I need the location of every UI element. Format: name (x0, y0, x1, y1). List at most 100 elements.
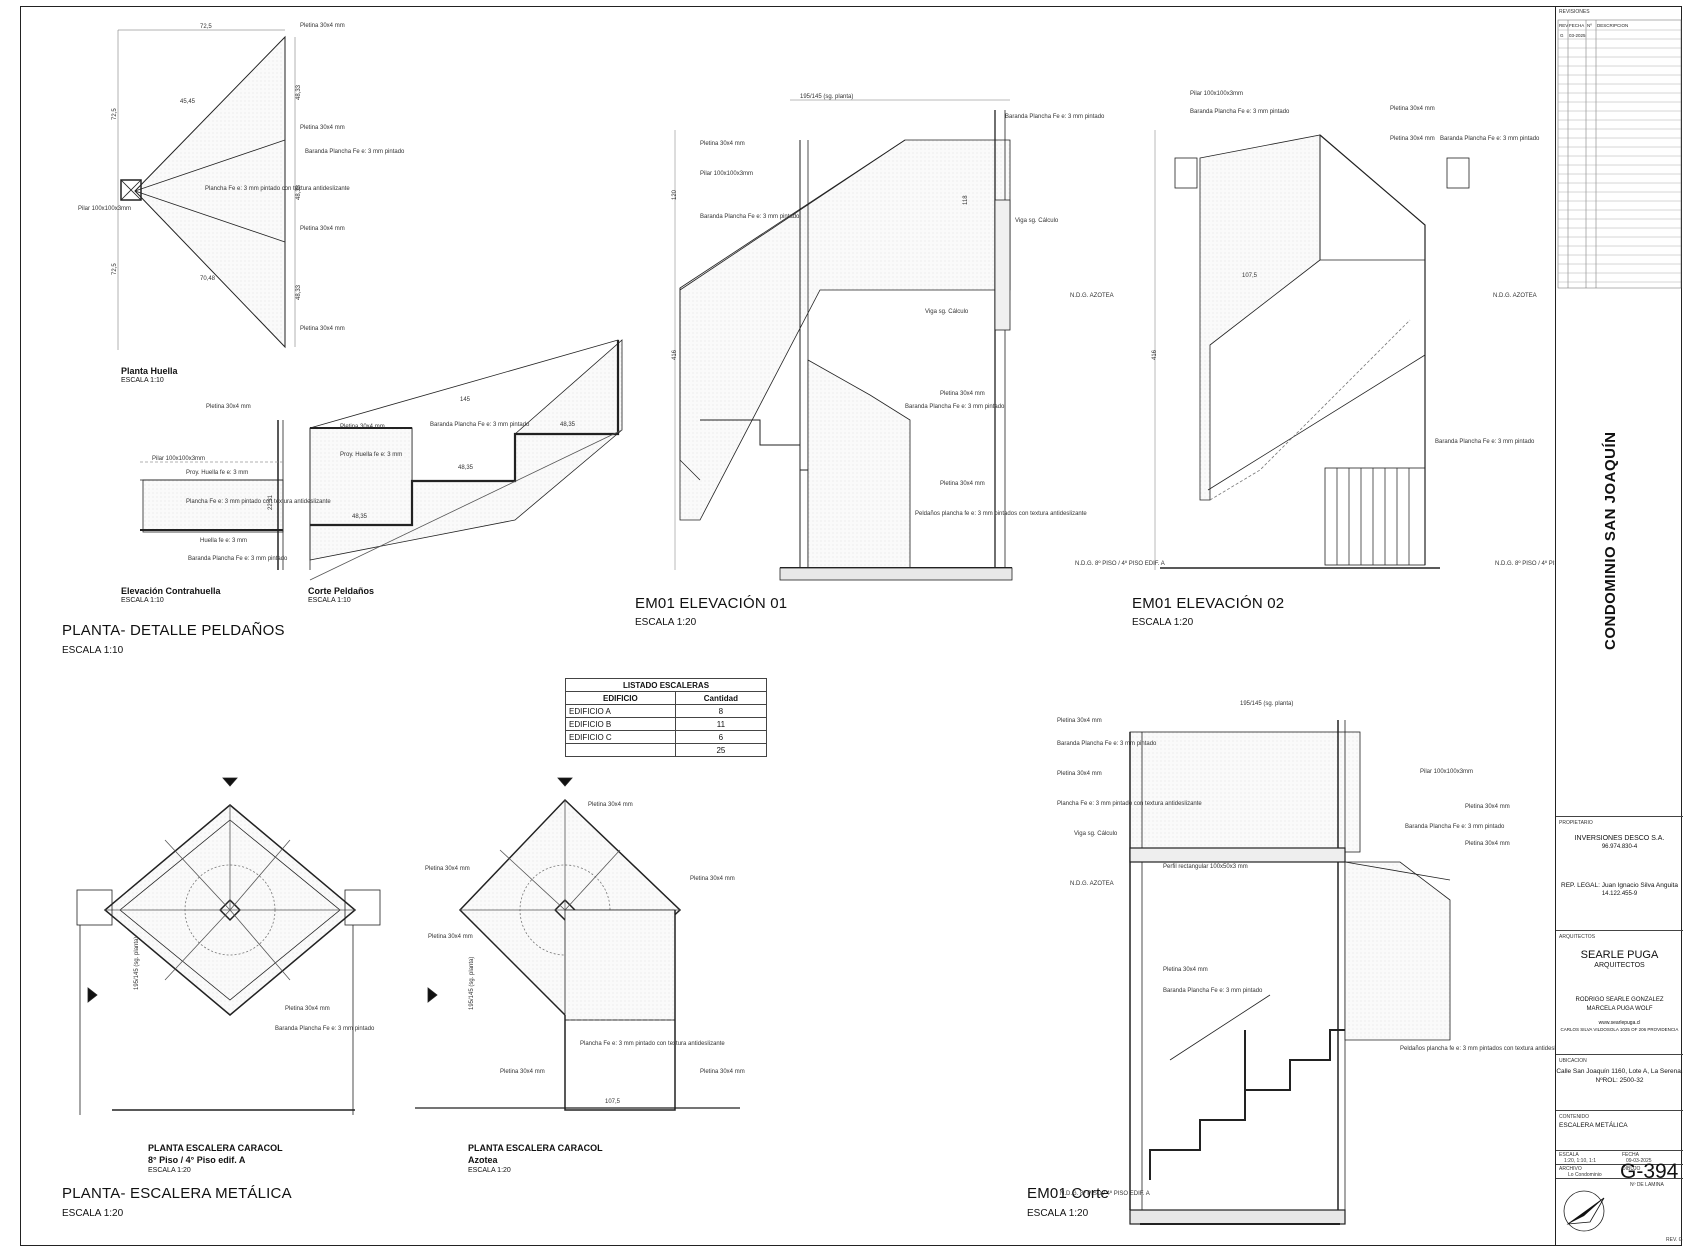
elevacion-contrahuella-scale: ESCALA 1:10 (121, 597, 164, 604)
planta-huella-drawing (117, 29, 296, 350)
note-text: Baranda Plancha Fe e: 3 mm pintado (700, 214, 800, 220)
note-text: Pilar 100x100x3mm (700, 171, 753, 177)
revision-label: REV. G (1666, 1237, 1683, 1243)
propietario-label: PROPIETARIO (1559, 820, 1593, 826)
escalera-metalica-scale: ESCALA 1:20 (62, 1208, 124, 1219)
dim-text: 120 (672, 189, 678, 200)
dim-text: 48,35 (352, 514, 368, 520)
dim-text: 72,5 (200, 24, 212, 30)
drawing-canvas: 72,5 Pletina 30x4 mm Pletina 30x4 mm Bar… (76, 23, 1555, 1225)
fecha-label: FECHA (1622, 1152, 1639, 1158)
note-text: Viga sg. Cálculo (1074, 831, 1118, 837)
project-title: CONDOMINIO SAN JOAQUÍN (1602, 431, 1619, 650)
note-text: N.D.G. 8º PISO / 4º PISO EDIF. A (1495, 560, 1555, 567)
dim-text: 107,5 (605, 1099, 621, 1105)
fecha-value: 09-03-2025 (1626, 1158, 1652, 1164)
note-text: Baranda Plancha Fe e: 3 mm pintado (1440, 136, 1540, 142)
table-row: 25 (565, 743, 768, 757)
contenido-value: ESCALERA METÁLICA (1559, 1122, 1628, 1129)
caracol-8-title: PLANTA ESCALERA CARACOL (148, 1143, 283, 1153)
rev-header: Nº (1587, 23, 1592, 28)
caracol-8-subtitle: 8° Piso / 4° Piso edif. A (148, 1155, 246, 1165)
dim-text: 107,5 (1242, 273, 1258, 279)
dim-text: 48,35 (458, 465, 474, 471)
dim-text: 195/145 (sg. planta) (800, 94, 853, 100)
note-text: N.D.G. 8º PISO / 4º PISO EDIF. A (1060, 1190, 1150, 1197)
note-text: Baranda Plancha Fe e: 3 mm pintado (1405, 824, 1505, 830)
escala-value: 1:20, 1:10, 1:1 (1564, 1158, 1596, 1164)
elevacion01-drawing (674, 99, 1013, 581)
web-link: www.searlepuga.cl (1598, 1020, 1641, 1026)
note-text: Baranda Plancha Fe e: 3 mm pintado (188, 556, 288, 562)
dim-text: 45,45 (180, 99, 196, 105)
note-text: Pletina 30x4 mm (500, 1069, 545, 1075)
propietario-name: INVERSIONES DESCO S.A. (1574, 835, 1665, 842)
elevacion-contrahuella-drawing (140, 420, 284, 570)
ubicacion-label: UBICACION (1559, 1058, 1587, 1064)
note-text: Baranda Plancha Fe e: 3 mm pintado (1057, 741, 1157, 747)
caracol-azotea-title: PLANTA ESCALERA CARACOL (468, 1143, 603, 1153)
archivo-section: ARCHIVO Lo Condominio DIBUJO (1556, 1164, 1683, 1178)
planta-huella-title: Planta Huella (121, 366, 178, 376)
note-text: Pletina 30x4 mm (1390, 106, 1435, 112)
escalera-metalica-title: PLANTA- ESCALERA METÁLICA (62, 1185, 292, 1202)
note-text: Proy. Huella fe e: 3 mm (186, 470, 248, 476)
note-text: Pletina 30x4 mm (700, 1069, 745, 1075)
note-text: Viga sg. Cálculo (1015, 218, 1059, 224)
detalle-peldanos-scale: ESCALA 1:10 (62, 645, 124, 656)
note-text: Plancha Fe e: 3 mm pintado con textura a… (186, 499, 331, 505)
note-text: Pletina 30x4 mm (1465, 841, 1510, 847)
dim-text: 48,33 (296, 84, 302, 100)
note-text: Baranda Plancha Fe e: 3 mm pintado (1163, 988, 1263, 994)
note-text: Pletina 30x4 mm (428, 934, 473, 940)
caracol-azotea-subtitle: Azotea (468, 1155, 498, 1165)
note-text: N.D.G. AZOTEA (1493, 293, 1537, 299)
corte-title: EM01 Corte (1027, 1185, 1110, 1202)
dim-text: 195/145 (sg. planta) (469, 957, 475, 1010)
note-text: Baranda Plancha Fe e: 3 mm pintado (1435, 439, 1535, 445)
title-block: REVISIONES REV FECHA Nº DESCRIPCION G 03… (1555, 6, 1683, 1246)
ubicacion-value: Calle San Joaquín 1160, Lote A, La Seren… (1556, 1068, 1683, 1075)
escala-label: ESCALA (1559, 1152, 1579, 1158)
rev-header: REV (1559, 23, 1568, 28)
dim-text: 416 (672, 349, 678, 360)
listado-header: Cantidad (674, 691, 768, 705)
propietario-section: PROPIETARIO INVERSIONES DESCO S.A. 96.97… (1556, 816, 1683, 906)
listado-title: LISTADO ESCALERAS (565, 678, 767, 692)
note-text: Peldaños plancha fe e: 3 mm pintados con… (915, 511, 1087, 517)
note-text: Pletina 30x4 mm (1390, 136, 1435, 142)
lamina-section: Nº DE LAMINA REV. G (1556, 1178, 1683, 1246)
listado-escaleras-table: LISTADO ESCALERAS EDIFICIO Cantidad EDIF… (565, 678, 768, 757)
dim-text: 416 (1152, 349, 1158, 360)
dim-text: 118 (963, 195, 969, 205)
nprol-value: NºROL: 2500-32 (1595, 1077, 1644, 1084)
sheet-number: G-394 (1620, 1160, 1679, 1183)
elevacion-contrahuella-title: Elevación Contrahuella (121, 586, 221, 596)
table-cell: EDIFICIO C (565, 730, 676, 744)
note-text: Pletina 30x4 mm (1057, 718, 1102, 724)
arquitecto-2: MARCELA PUGA WOLF (1586, 1006, 1653, 1012)
dim-text: 48,33 (296, 184, 302, 200)
note-text: Plancha Fe e: 3 mm pintado con textura a… (580, 1041, 725, 1047)
note-text: Perfil rectangular 100x50x3 mm (1163, 864, 1248, 870)
caracol-8-drawing (76, 777, 381, 1115)
planta-huella-scale: ESCALA 1:10 (121, 377, 164, 384)
firma-name: SEARLE PUGA (1580, 949, 1659, 961)
note-text: Pilar 100x100x3mm (78, 206, 131, 212)
arquitecto-1: RODRIGO SEARLE GONZALEZ (1575, 997, 1664, 1003)
note-text: Pletina 30x4 mm (1057, 771, 1102, 777)
note-text: Pletina 30x4 mm (300, 23, 345, 29)
note-text: Proy. Huella fe e: 3 mm (340, 452, 402, 458)
note-text: Plancha Fe e: 3 mm pintado con textura a… (1057, 801, 1202, 807)
note-text: Pletina 30x4 mm (300, 326, 345, 332)
detalle-peldanos-title: PLANTA- DETALLE PELDAÑOS (62, 622, 285, 639)
archivo-value: Lo Condominio (1568, 1172, 1602, 1178)
caracol-8-scale: ESCALA 1:20 (148, 1167, 191, 1174)
escala-section: ESCALA 1:20, 1:10, 1:1 FECHA 09-03-2025 (1556, 1150, 1683, 1164)
rep-rut: 14.122.455-9 (1601, 891, 1638, 897)
lamina-label: Nº DE LAMINA (1630, 1182, 1664, 1188)
note-text: Plancha Fe e: 3 mm pintado con textura a… (205, 186, 350, 192)
note-text: N.D.G. 8º PISO / 4º PISO EDIF. A (1075, 560, 1165, 567)
note-text: Pilar 100x100x3mm (152, 456, 205, 462)
dim-text: 195/145 (sg. planta) (134, 937, 140, 990)
